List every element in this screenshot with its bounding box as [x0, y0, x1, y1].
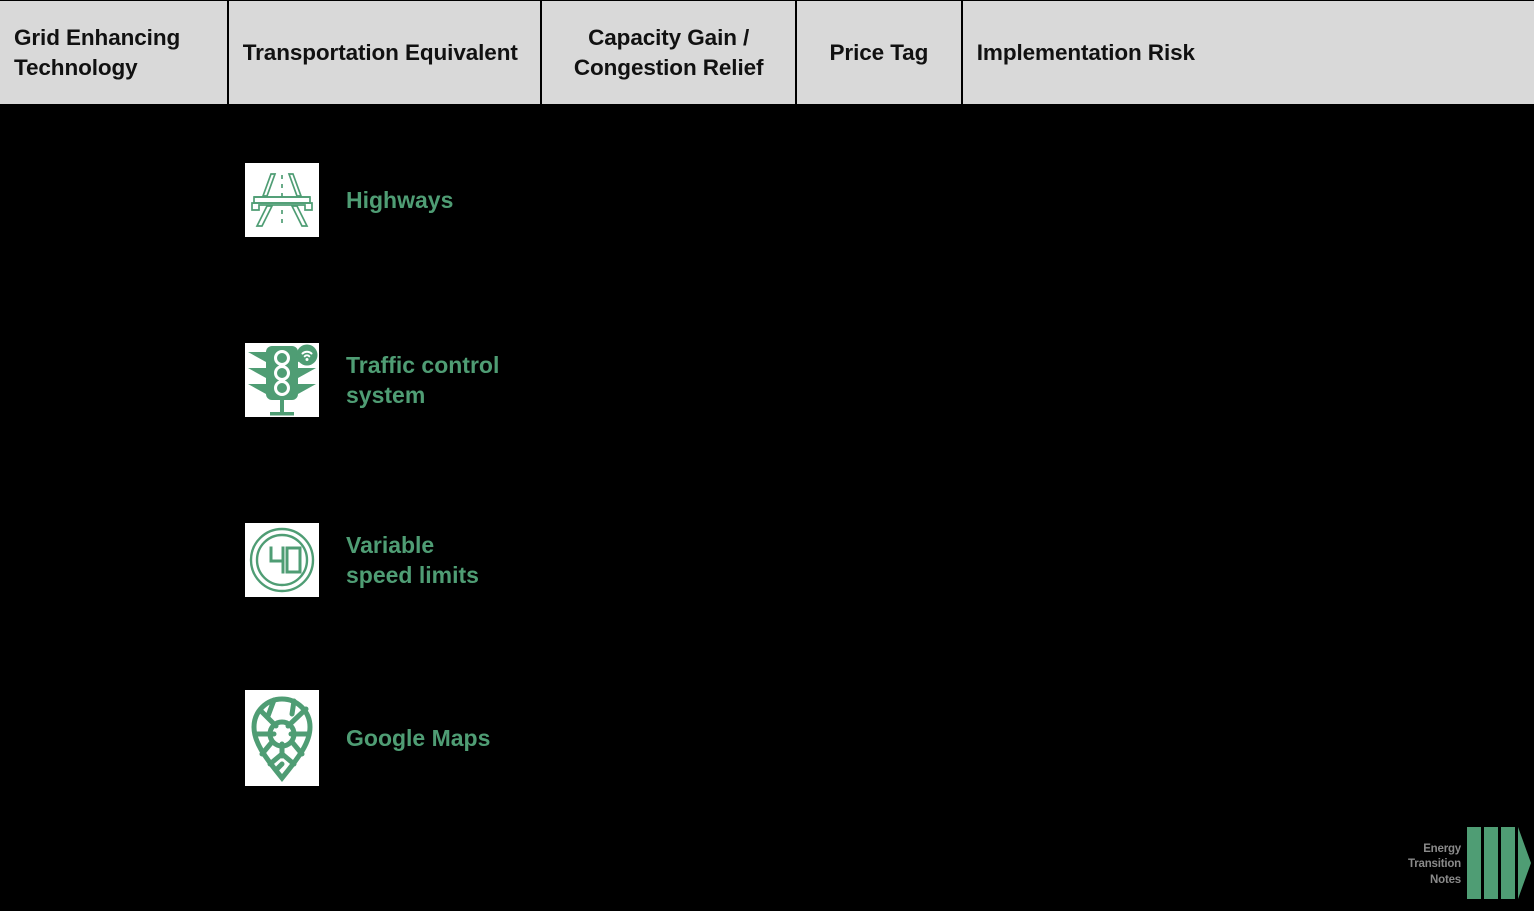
- cell-price-tag: [796, 335, 962, 425]
- column-header-implementation-risk: Implementation Risk: [962, 1, 1534, 104]
- column-header-label: Capacity Gain / Congestion Relief: [573, 24, 764, 80]
- table-row: Highways: [0, 155, 1534, 245]
- speed-limit-40-icon: [245, 523, 319, 597]
- cell-implementation-risk: [962, 685, 1534, 790]
- transportation-equivalent-label: Highways: [346, 187, 454, 213]
- cell-implementation-risk: [962, 335, 1534, 425]
- column-header-price-tag: Price Tag: [796, 1, 961, 104]
- cell-price-tag: [796, 155, 962, 245]
- transportation-equivalent-label: Google Maps: [346, 724, 491, 751]
- cell-grid-enhancing-technology: [0, 515, 227, 605]
- logo-text: Energy Transition Notes: [1408, 842, 1461, 886]
- cell-grid-enhancing-technology: [0, 155, 227, 245]
- cell-implementation-risk: [962, 155, 1534, 245]
- table-row: Variable speed limits: [0, 515, 1534, 605]
- highway-overpass-icon: [245, 163, 319, 237]
- cell-grid-enhancing-technology: [0, 685, 227, 790]
- column-header-label: Grid Enhancing Technology: [14, 24, 181, 80]
- map-pin-icon: [245, 689, 319, 786]
- column-header-transportation-equivalent: Transportation Equivalent: [228, 1, 541, 104]
- cell-implementation-risk: [962, 515, 1534, 605]
- energy-transition-notes-logo: Energy Transition Notes: [1383, 826, 1534, 904]
- column-header-label: Implementation Risk: [976, 39, 1195, 65]
- table-body: Highways: [0, 105, 1534, 911]
- cell-transportation-equivalent: Highways: [227, 155, 541, 245]
- cell-transportation-equivalent: Variable speed limits: [227, 515, 541, 605]
- cell-grid-enhancing-technology: [0, 335, 227, 425]
- cell-price-tag: [796, 515, 962, 605]
- cell-capacity-gain: [541, 685, 796, 790]
- cell-capacity-gain: [541, 515, 796, 605]
- cell-transportation-equivalent: Traffic control system: [227, 335, 541, 425]
- column-header-capacity-gain-congestion-relief: Capacity Gain / Congestion Relief: [542, 1, 795, 104]
- table-row: Traffic control system: [0, 335, 1534, 425]
- logo-bars-arrow-icon: [1467, 826, 1531, 904]
- column-header-label: Price Tag: [829, 39, 929, 65]
- cell-transportation-equivalent: Google Maps: [227, 685, 541, 790]
- table-header: Grid Enhancing Technology Transportation…: [0, 0, 1534, 105]
- cell-capacity-gain: [541, 155, 796, 245]
- cell-capacity-gain: [541, 335, 796, 425]
- transportation-equivalent-label: Variable speed limits: [346, 532, 479, 588]
- table-row: Google Maps: [0, 685, 1534, 790]
- traffic-light-wifi-icon: [245, 343, 319, 417]
- column-header-grid-enhancing-technology: Grid Enhancing Technology: [0, 1, 227, 104]
- column-header-label: Transportation Equivalent: [242, 39, 518, 65]
- transportation-equivalent-label: Traffic control system: [346, 352, 500, 408]
- cell-price-tag: [796, 685, 962, 790]
